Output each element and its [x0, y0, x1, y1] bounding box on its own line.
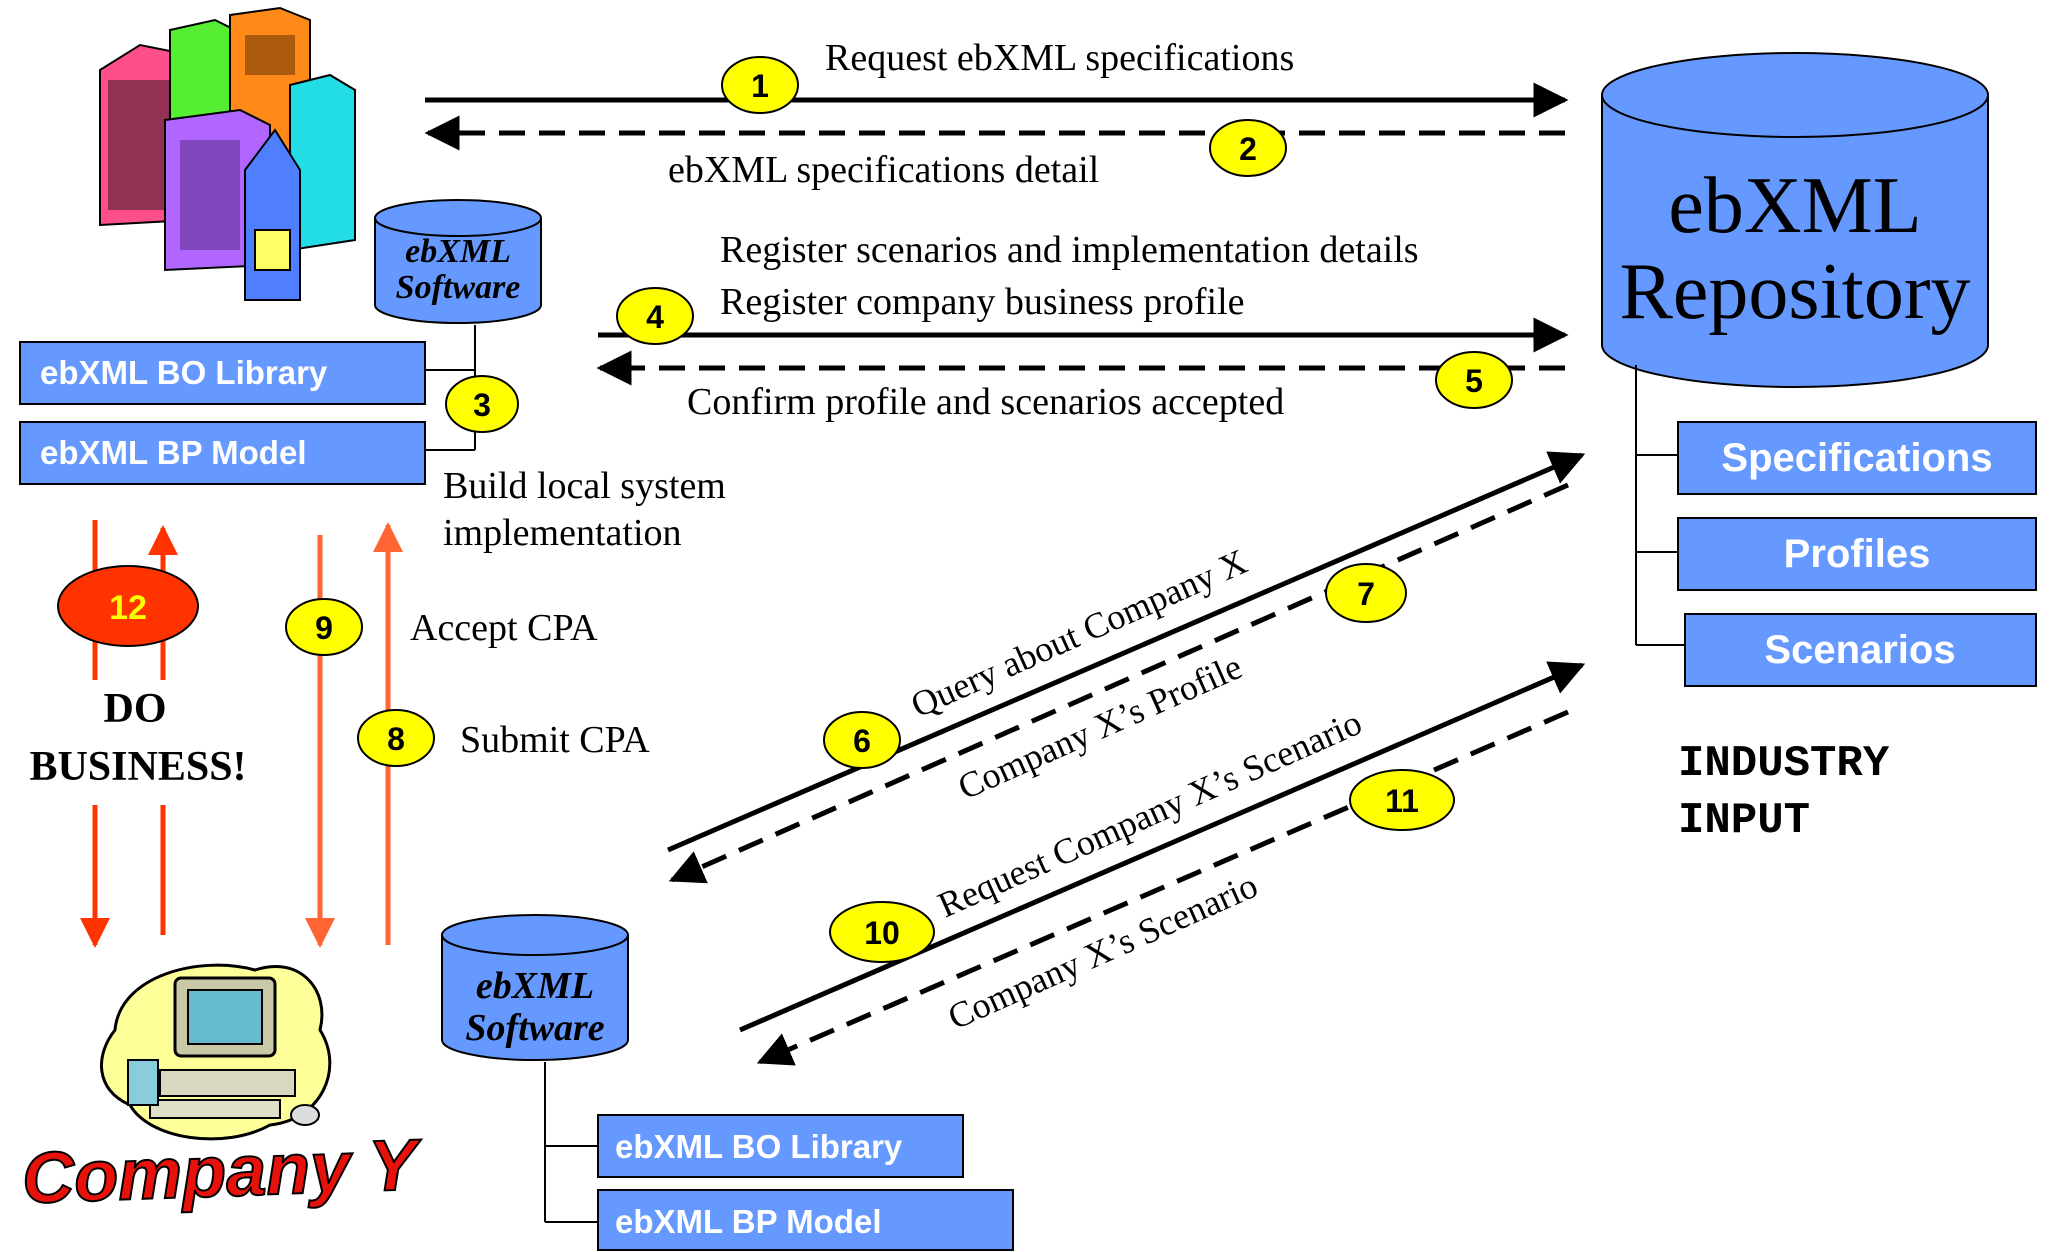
company-x-software-cylinder: ebXML Software [374, 199, 542, 324]
step-3-label-line1: Build local system [443, 465, 726, 507]
step-12-label-line1: DO [104, 686, 167, 732]
company-y-bp-model-box: ebXML BP Model [597, 1189, 1014, 1251]
repository-item-scenarios: Scenarios [1764, 628, 1955, 672]
step-11-badge: 11 [1349, 769, 1455, 831]
repository-line2: Repository [1619, 248, 1970, 336]
company-y-software-cylinder: ebXML Software [441, 914, 629, 1061]
arrow-step-11 [756, 709, 1569, 1066]
step-4-number: 4 [646, 299, 664, 335]
step-3-badge: 3 [445, 375, 519, 433]
company-y-software-line2: Software [465, 1007, 604, 1049]
arrow-step-6 [667, 451, 1586, 853]
company-y-bo-library-label: ebXML BO Library [615, 1128, 903, 1165]
repository-item-specifications: Specifications [1721, 436, 1992, 480]
step-9-number: 9 [315, 610, 333, 646]
company-y-bp-model-label: ebXML BP Model [615, 1203, 881, 1240]
step-4-badge: 4 [616, 287, 694, 345]
industry-input-line2: INPUT [1678, 796, 1810, 846]
step-4-label-line1: Register scenarios and implementation de… [720, 229, 1419, 271]
company-x-bp-model-box: ebXML BP Model [19, 421, 426, 485]
step-10-number: 10 [864, 915, 900, 951]
step-5-label: Confirm profile and scenarios accepted [687, 381, 1284, 423]
company-y-name: Company Y [21, 1125, 424, 1219]
step-9-badge: 9 [285, 598, 363, 656]
company-x-software-line1: ebXML [405, 233, 511, 270]
company-x-bp-model-label: ebXML BP Model [40, 434, 306, 471]
step-10-badge: 10 [829, 901, 935, 963]
repository-connectors [1635, 365, 1685, 646]
repository-item-profiles: Profiles [1784, 532, 1931, 576]
repository-profiles-box: Profiles [1677, 517, 2037, 591]
industry-input-line1: INDUSTRY [1678, 739, 1890, 789]
step-5-number: 5 [1465, 363, 1483, 399]
step-12-label-line2: BUSINESS! [29, 744, 246, 790]
step-12-number: 12 [109, 589, 147, 627]
step-2-number: 2 [1239, 131, 1257, 167]
step-8-number: 8 [387, 721, 405, 757]
step-1-number: 1 [751, 68, 769, 104]
computer-desk-icon [100, 963, 332, 1141]
step-2-badge: 2 [1209, 119, 1287, 177]
company-x-bo-library-label: ebXML BO Library [40, 354, 328, 391]
company-y-connectors [544, 1062, 598, 1223]
step-9-label: Accept CPA [410, 607, 598, 649]
step-7-number: 7 [1357, 576, 1375, 612]
step-3-label-line2: implementation [443, 512, 682, 554]
step-2-label: ebXML specifications detail [668, 149, 1099, 191]
arrow-step-7 [668, 482, 1570, 884]
repository-specifications-box: Specifications [1677, 421, 2037, 495]
step-8-label: Submit CPA [460, 719, 650, 761]
company-x-bo-library-box: ebXML BO Library [19, 341, 426, 405]
repository-scenarios-box: Scenarios [1684, 613, 2037, 687]
step-11-number: 11 [1385, 783, 1419, 819]
company-y-bo-library-box: ebXML BO Library [597, 1114, 964, 1178]
company-x-software-line2: Software [396, 269, 521, 306]
step-1-label: Request ebXML specifications [825, 37, 1294, 79]
step-12-badge: 12 [57, 565, 199, 647]
step-7-badge: 7 [1325, 563, 1407, 623]
office-buildings-icon [99, 6, 356, 301]
arrow-step-10 [739, 661, 1586, 1033]
ebxml-repository-cylinder: ebXML Repository [1601, 52, 1989, 388]
repository-line1: ebXML [1668, 162, 1921, 250]
step-6-number: 6 [853, 723, 871, 759]
step-1-badge: 1 [721, 56, 799, 114]
company-y-software-line1: ebXML [476, 965, 594, 1007]
step-3-number: 3 [473, 387, 491, 423]
step-5-badge: 5 [1435, 351, 1513, 409]
step-8-badge: 8 [357, 709, 435, 767]
step-4-label-line2: Register company business profile [720, 281, 1245, 323]
step-6-badge: 6 [823, 711, 901, 769]
